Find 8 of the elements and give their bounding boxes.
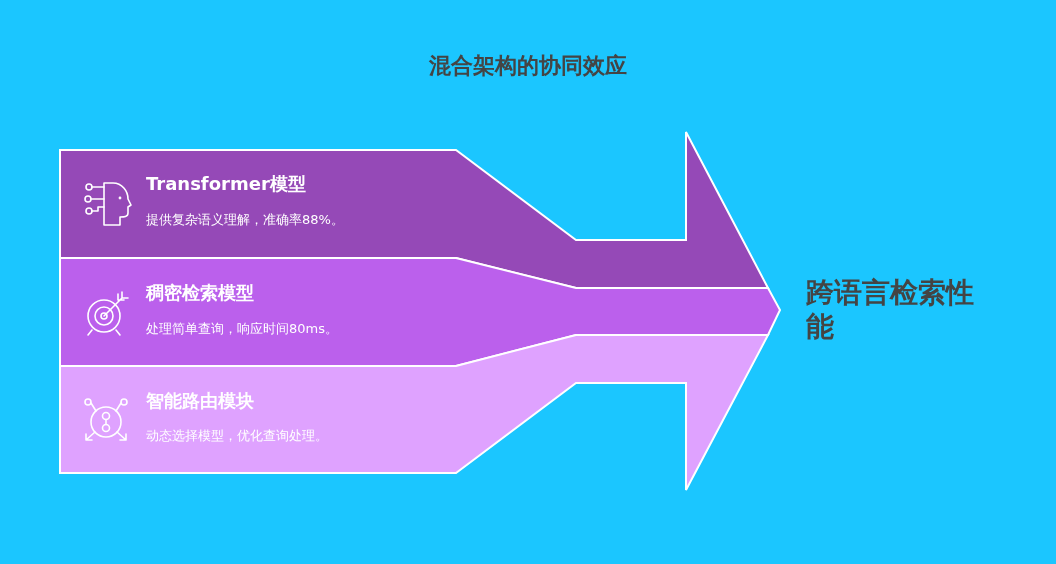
band-title: 稠密检索模型: [146, 282, 254, 304]
band-title: Transformer模型: [146, 173, 306, 195]
band-title: 智能路由模块: [146, 390, 254, 412]
diagram-title: 混合架构的协同效应: [428, 52, 628, 80]
band-description: 动态选择模型，优化查询处理。: [146, 428, 328, 444]
outcome-label: 跨语言检索性能: [806, 276, 975, 344]
band-description: 提供复杂语义理解，准确率88%。: [146, 212, 344, 228]
band-description: 处理简单查询，响应时间80ms。: [146, 321, 338, 337]
